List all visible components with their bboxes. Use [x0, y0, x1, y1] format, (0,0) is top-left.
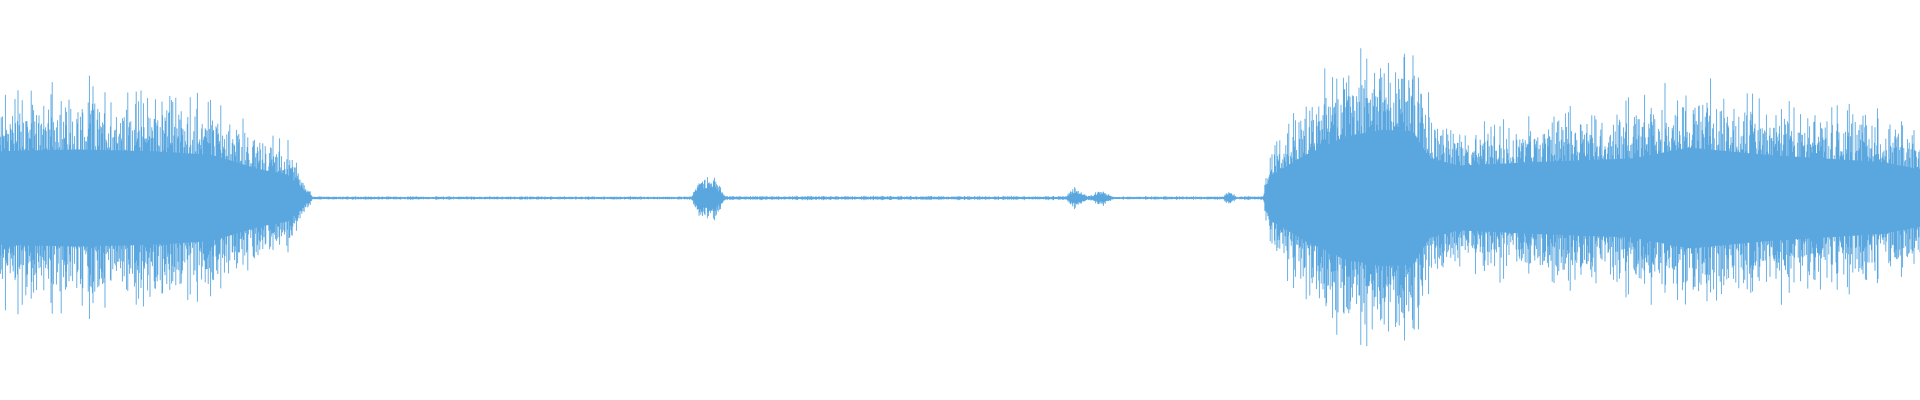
waveform-samples — [0, 48, 1920, 347]
waveform-core — [0, 129, 1920, 267]
